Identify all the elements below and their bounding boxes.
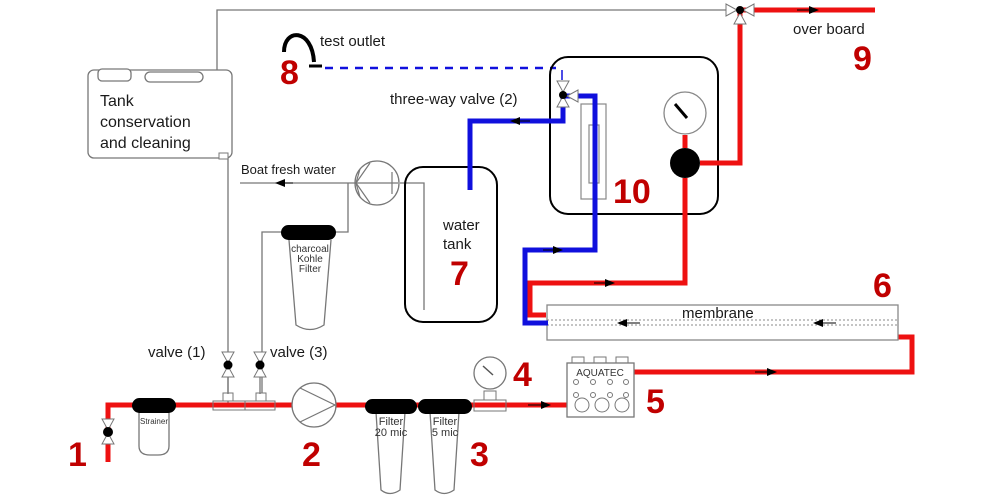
charcoal-label-2: Kohle (297, 254, 323, 265)
filter-5-micron: Filter 5 mic (418, 399, 472, 495)
overboard-three-way-valve[interactable] (725, 3, 755, 25)
charcoal-to-pump-line (332, 183, 349, 233)
charcoal-label-3: Filter (299, 264, 322, 275)
three-way-valve-2[interactable] (556, 80, 579, 108)
aquatec-pump: AQUATEC (566, 356, 635, 418)
membrane: membrane 6 (546, 267, 899, 341)
charcoal-label-1: charcoal (291, 244, 329, 255)
permeate-from-membrane-line (522, 93, 598, 326)
number-10: 10 (613, 173, 651, 211)
strainer-label: Strainer (140, 417, 168, 426)
valve-1-label: valve (1) (148, 344, 206, 361)
charcoal-filter: charcoal Kohle Filter (281, 225, 336, 331)
filter-20-label-1: Filter (379, 416, 404, 428)
high-pressure-gauge-icon (663, 91, 707, 135)
water-tank-label-2: tank (443, 236, 472, 253)
brine-to-regulator-line (527, 178, 688, 318)
tank-label-3: and cleaning (100, 135, 191, 152)
valve-3-label: valve (3) (270, 344, 328, 361)
tank-label-2: conservation (100, 114, 191, 131)
filter-20-micron: Filter 20 mic (365, 399, 417, 495)
conservation-tank: Tank conservation and cleaning (87, 68, 233, 160)
boat-fresh-water-label: Boat fresh water (241, 162, 336, 177)
aquatec-label: AQUATEC (576, 368, 624, 379)
number-2: 2 (302, 436, 321, 474)
number-3: 3 (470, 436, 489, 474)
number-5: 5 (646, 383, 665, 421)
tank-label-1: Tank (100, 93, 135, 110)
pump-to-membrane-line (633, 334, 915, 375)
number-6: 6 (873, 267, 892, 305)
three-way-valve-label: three-way valve (2) (390, 91, 518, 108)
valve3-to-charcoal-line (261, 231, 283, 400)
regulator-to-overboard-line (700, 12, 743, 166)
fresh-water-pump-icon (354, 160, 400, 206)
water-tank-label-1: water (442, 217, 480, 234)
test-outlet-label: test outlet (320, 33, 386, 50)
valve-3[interactable] (253, 351, 267, 394)
low-pressure-gauge-icon (473, 356, 507, 412)
number-7: 7 (450, 255, 469, 293)
tank-inner-line (400, 182, 425, 310)
number-8: 8 (280, 54, 299, 92)
number-1: 1 (68, 436, 87, 474)
membrane-label: membrane (682, 305, 754, 322)
filter-20-label-2: 20 mic (375, 427, 408, 439)
feed-pump-icon (291, 382, 337, 428)
seacock-valve-1[interactable] (101, 418, 115, 445)
test-outlet: test outlet 8 (280, 33, 556, 92)
over-board-label: over board (793, 21, 865, 38)
number-4: 4 (513, 356, 532, 394)
intake-line (105, 402, 570, 462)
control-panel: 10 (549, 56, 719, 215)
valve-1[interactable] (221, 351, 235, 394)
strainer: Strainer (132, 398, 176, 456)
filter-5-label-1: Filter (433, 416, 458, 428)
number-9: 9 (853, 40, 872, 78)
filter-5-label-2: 5 mic (432, 427, 459, 439)
water-tank: water tank 7 (404, 166, 498, 323)
pressure-regulator-valve-icon (670, 148, 700, 178)
